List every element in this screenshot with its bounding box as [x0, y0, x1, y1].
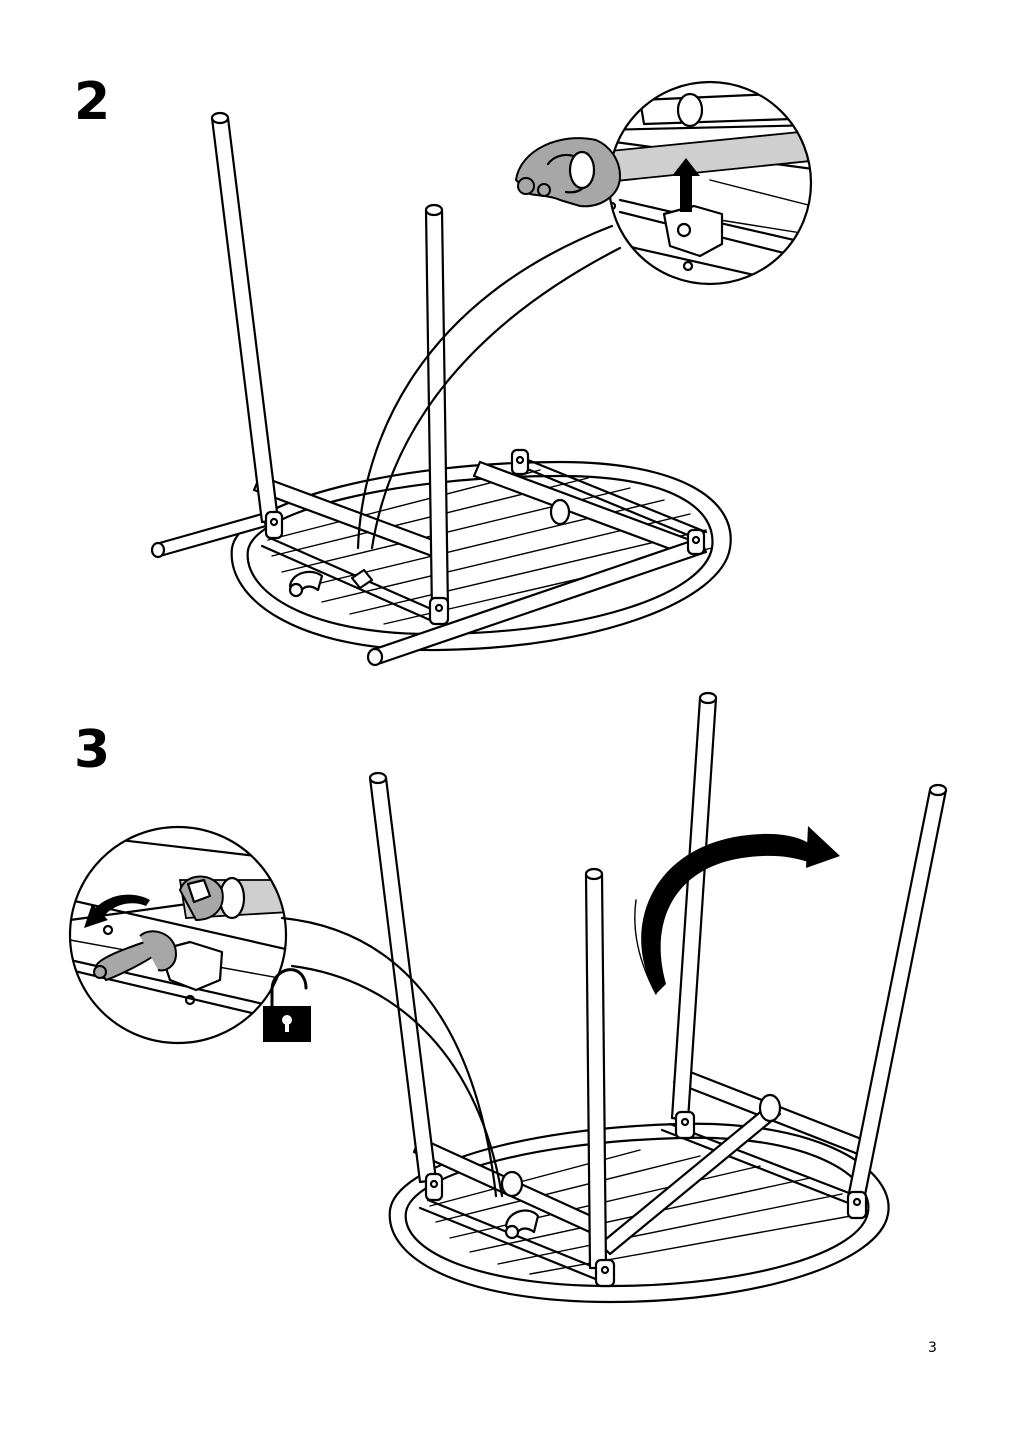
- padlock-unlocked-icon: [263, 968, 311, 1042]
- step3-legs: [368, 691, 948, 1270]
- step3-detail-circle: [68, 825, 288, 1045]
- step3-detail-view: [68, 825, 288, 1045]
- step2-table-illustration: [150, 111, 732, 667]
- curved-arrow-icon: [634, 826, 840, 995]
- step2-callout-pointer: [356, 224, 614, 550]
- rotate-arrow-icon: [92, 894, 150, 916]
- step3-table-illustration: [368, 691, 948, 1304]
- step-number-3: 3: [74, 720, 111, 780]
- page-number: 3: [928, 1340, 937, 1356]
- step2-detail-view: [515, 80, 813, 286]
- step-number-2: 2: [74, 72, 111, 132]
- arrow-up-icon: [672, 158, 700, 212]
- step3-callout-pointer: [280, 916, 498, 1198]
